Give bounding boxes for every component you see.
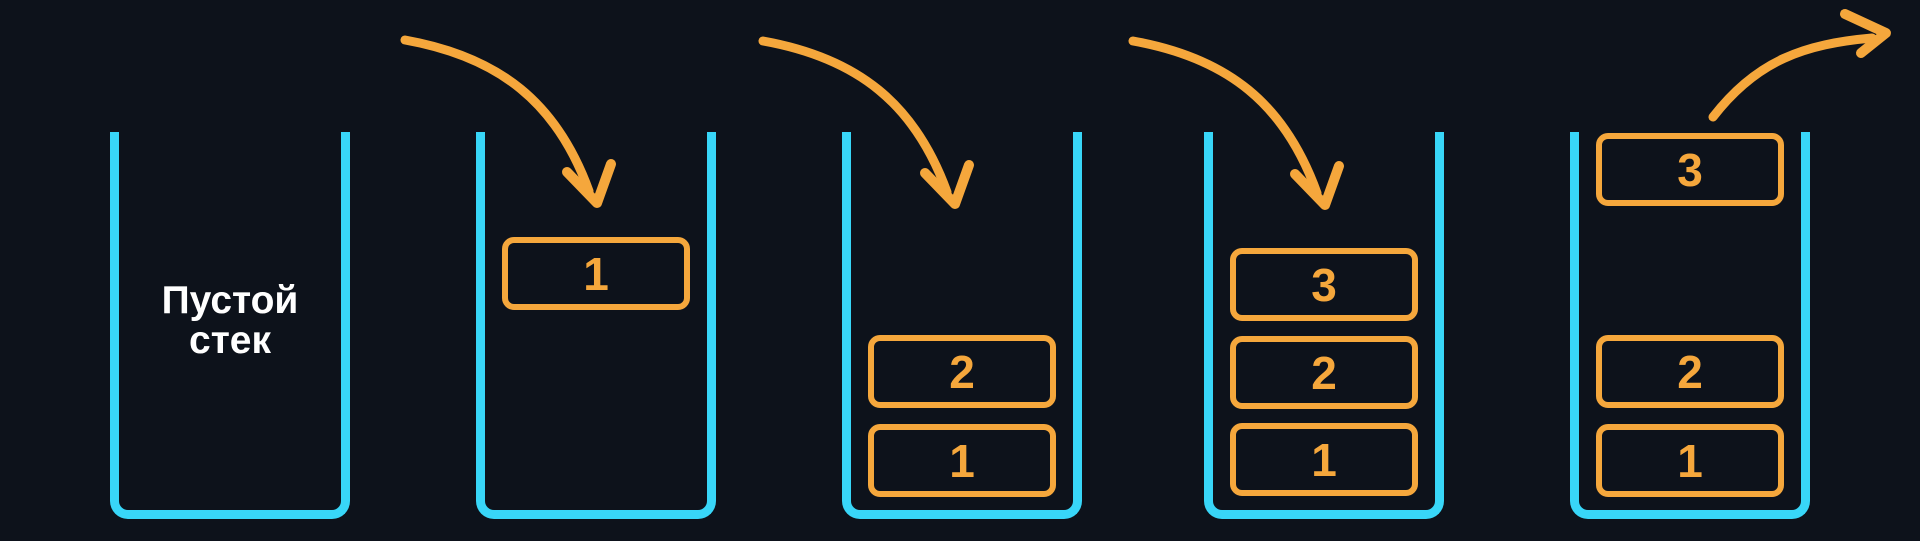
push-arrow-3-head — [1290, 161, 1344, 210]
push-arrow-1-head — [562, 159, 616, 208]
box-value: 3 — [1311, 258, 1337, 311]
stack-pop: 3 2 1 — [1570, 132, 1810, 519]
push-arrow-2 — [758, 36, 974, 209]
stack-box: 2 — [1230, 336, 1418, 409]
push-arrow-2-head — [920, 160, 974, 209]
stack-box: 2 — [868, 335, 1056, 408]
stack-box: 1 — [1230, 423, 1418, 496]
stack-push-third: 3 2 1 — [1204, 132, 1444, 519]
box-value: 1 — [1311, 433, 1337, 486]
box-value: 1 — [1677, 434, 1703, 487]
box-value: 3 — [1677, 143, 1703, 196]
pop-arrow-head — [1840, 9, 1891, 58]
empty-stack-label: Пустой стек — [161, 279, 299, 362]
push-arrow-1-shaft — [400, 35, 594, 196]
box-value: 2 — [949, 345, 975, 398]
push-arrow-3 — [1128, 36, 1344, 210]
pop-arrow — [1708, 9, 1891, 122]
box-value: 2 — [1677, 345, 1703, 398]
stack-box: 1 — [1596, 424, 1784, 497]
push-arrow-3-shaft — [1128, 36, 1322, 198]
push-arrow-2-shaft — [758, 36, 952, 197]
stack-box: 2 — [1596, 335, 1784, 408]
push-arrow-1 — [400, 35, 616, 208]
stack-box: 3 — [1230, 248, 1418, 321]
stack-box: 1 — [502, 237, 690, 310]
stack-box: 1 — [868, 424, 1056, 497]
box-value: 1 — [949, 434, 975, 487]
stack-push-second: 2 1 — [842, 132, 1082, 519]
box-value: 1 — [583, 247, 609, 300]
stack-empty: Пустой стек — [110, 132, 350, 519]
stack-box-popping: 3 — [1596, 133, 1784, 206]
pop-arrow-shaft — [1708, 33, 1877, 122]
stack-push-first: 1 — [476, 132, 716, 519]
box-value: 2 — [1311, 346, 1337, 399]
